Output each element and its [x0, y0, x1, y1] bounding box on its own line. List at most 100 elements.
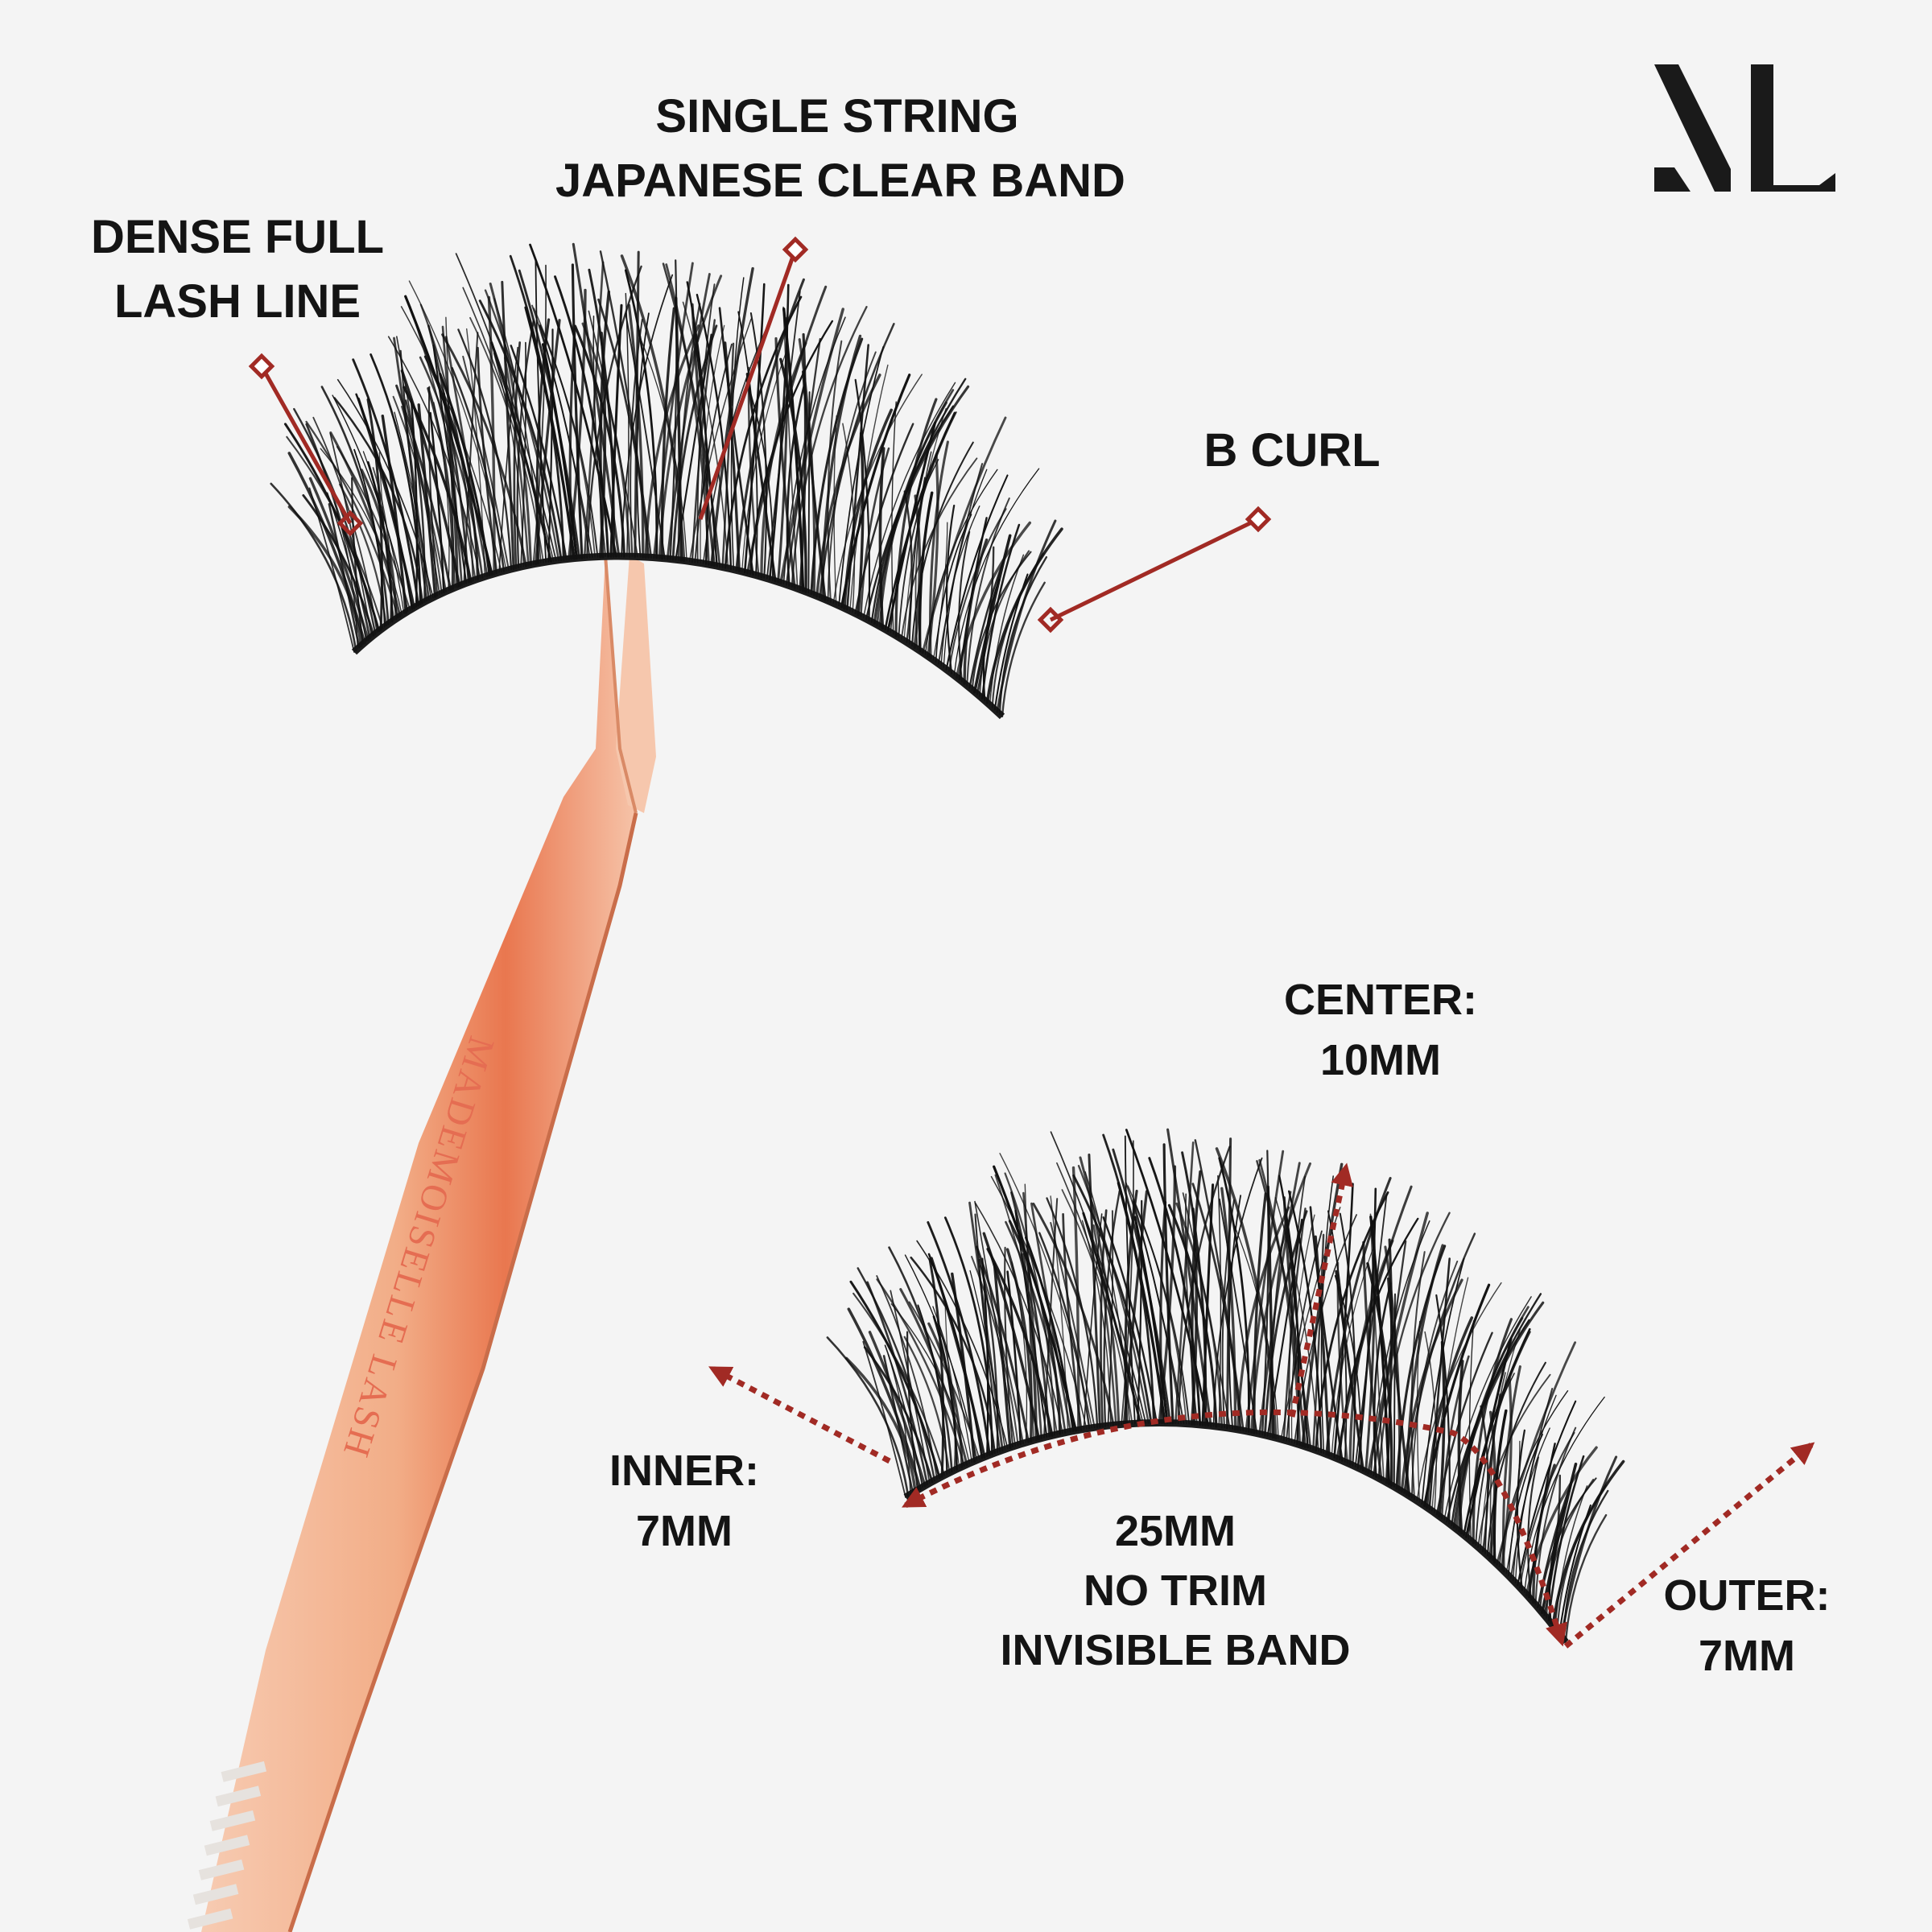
lash-hair — [891, 401, 897, 635]
lash-hair — [429, 411, 445, 594]
lash-hair — [1261, 1150, 1269, 1436]
lash-hair — [477, 346, 498, 575]
lash-hair — [493, 353, 524, 568]
lash-hair — [1212, 1157, 1263, 1427]
lash-hair — [1333, 1183, 1354, 1459]
callout-pointers — [248, 236, 1272, 634]
lash-hair — [688, 318, 752, 563]
top-lash-strip — [270, 242, 1063, 720]
lash-hair — [989, 554, 1025, 706]
lash-hair — [1174, 1141, 1195, 1425]
lash-hair — [1050, 1195, 1069, 1433]
lash-hair — [1010, 1191, 1051, 1438]
lash-hair — [986, 1247, 1054, 1438]
lash-hair — [894, 398, 938, 638]
lash-hair — [457, 328, 513, 571]
lash-hair — [833, 415, 837, 605]
lash-hair — [1182, 1192, 1231, 1430]
lash-hair — [554, 275, 609, 558]
lash-hair — [1309, 1206, 1344, 1462]
lash-hair — [927, 1220, 991, 1456]
lash-hair — [1072, 1174, 1153, 1425]
lash-hair — [408, 280, 507, 572]
lash-hair — [749, 312, 768, 579]
lash-hair — [1062, 1212, 1083, 1431]
lash-hair — [932, 522, 948, 661]
lash-hair — [876, 1278, 966, 1467]
lash-hair — [760, 341, 807, 579]
lash-hair — [1228, 1195, 1241, 1430]
lash-hair — [862, 1340, 906, 1498]
lash-hair — [305, 420, 399, 619]
lash-hair — [968, 1201, 1004, 1451]
lash-hair — [1421, 1257, 1465, 1505]
band-arrow — [902, 1409, 1567, 1647]
lash-hair — [1100, 1209, 1108, 1428]
lash-hair — [782, 308, 805, 592]
label-line: 7MM — [636, 1507, 733, 1555]
lash-hair — [462, 355, 510, 571]
lash-hair — [878, 389, 955, 628]
lash-hair — [863, 1346, 934, 1484]
lash-hair — [890, 1303, 970, 1464]
lash-hair — [1253, 1192, 1267, 1435]
lash-hair — [387, 336, 481, 579]
lash-hair — [843, 408, 893, 610]
lash-hair — [669, 259, 678, 560]
lash-hair — [945, 474, 1009, 671]
label-line: INNER: — [609, 1447, 759, 1495]
lash-hair — [535, 258, 547, 564]
lash-hair — [1225, 1137, 1232, 1430]
lash-hair — [1148, 1157, 1202, 1426]
lash-hair — [583, 261, 605, 559]
lash-hair — [1425, 1316, 1474, 1509]
lash-hair — [918, 491, 934, 653]
label-band-length: 25MM NO TRIM INVISIBLE BAND — [982, 1501, 1368, 1680]
lash-hair — [529, 243, 617, 558]
tweezer-grip-ridges — [187, 1761, 267, 1930]
lash-hair — [1092, 1224, 1117, 1426]
label-line: LASH LINE — [114, 275, 361, 328]
lash-hair — [392, 395, 443, 595]
lash-hair — [963, 538, 989, 685]
lash-hair — [1405, 1244, 1444, 1496]
lash-hair — [302, 493, 375, 637]
label-b-curl: B CURL — [1191, 419, 1393, 483]
lash-hair — [287, 505, 363, 647]
lash-hair — [968, 559, 1005, 689]
lash-hair — [827, 340, 843, 603]
lash-hair — [1133, 1200, 1191, 1425]
lash-hair — [838, 346, 885, 607]
lash-hair — [469, 316, 544, 564]
label-line: DENSE FULL — [90, 211, 385, 263]
lash-hair — [336, 378, 434, 599]
tweezers: MADEMOISELLE LASH — [187, 555, 656, 1932]
lash-hair — [270, 482, 357, 652]
lash-hair — [946, 504, 956, 675]
lash-hair — [735, 278, 805, 572]
lash-hair — [971, 1256, 1019, 1446]
lash-hair — [1314, 1235, 1331, 1457]
lash-hair — [1335, 1269, 1364, 1472]
lash-hair — [662, 262, 721, 568]
lash-hair — [400, 369, 461, 588]
lash-hair — [432, 345, 468, 584]
inner-arrow — [708, 1365, 891, 1464]
lash-hair — [937, 463, 984, 665]
lash-hair — [930, 1257, 986, 1459]
lash-hair — [1416, 1320, 1421, 1504]
lash-hair — [620, 254, 686, 563]
lash-hair — [455, 253, 557, 562]
label-line: B CURL — [1203, 424, 1381, 477]
lash-hair — [721, 342, 735, 568]
lash-hair — [786, 383, 806, 587]
lash-hair — [868, 1331, 927, 1488]
lash-hair — [572, 242, 621, 558]
lash-hair — [985, 527, 1063, 704]
lash-hair — [857, 1267, 936, 1482]
lash-hair — [396, 336, 440, 596]
lash-hair — [1050, 1131, 1147, 1424]
label-center-length: CENTER: 10MM — [1264, 970, 1497, 1091]
lash-hair — [718, 307, 754, 576]
